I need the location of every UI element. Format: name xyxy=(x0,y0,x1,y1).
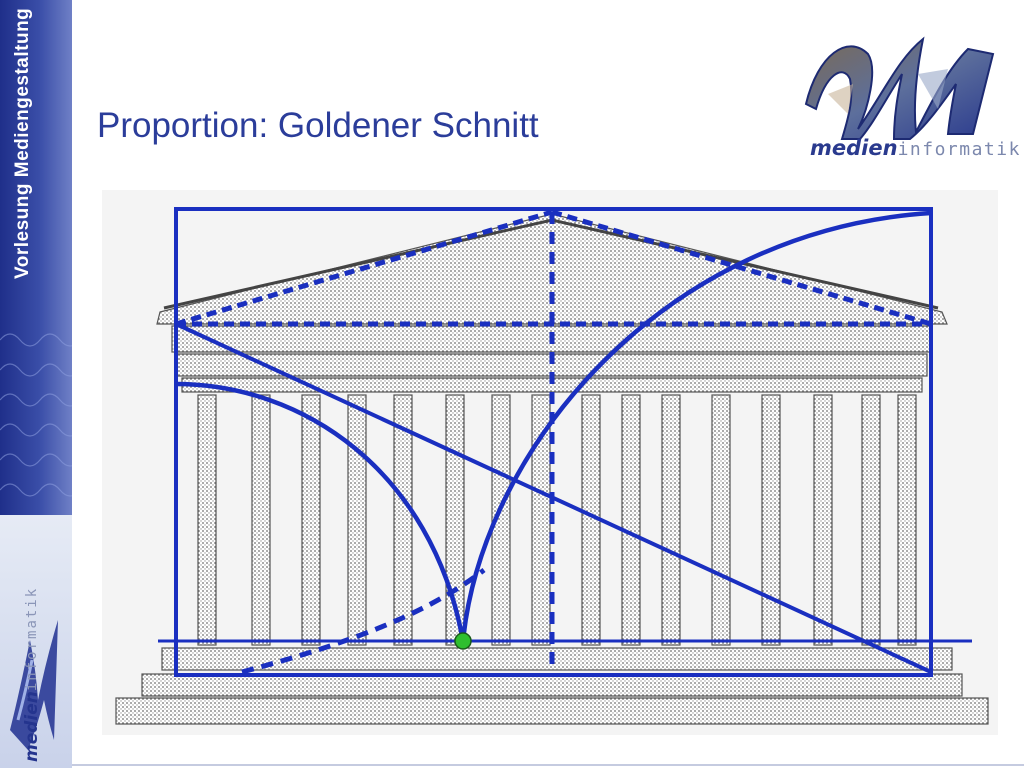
pediment-right-edge xyxy=(551,209,932,327)
wm-logo-icon xyxy=(804,36,995,140)
header-logo-text-light: informatik xyxy=(897,139,1021,160)
major-arc xyxy=(460,210,932,642)
header-logo-text: medieninformatik xyxy=(810,136,1021,160)
page-title: Proportion: Goldener Schnitt xyxy=(97,106,539,145)
construction-lines xyxy=(158,207,972,677)
header-logo-text-bold: medien xyxy=(810,136,898,160)
wm-logo-icon xyxy=(10,620,58,750)
sidebar-logo-text-bold: medien xyxy=(22,691,42,762)
dashed-arc xyxy=(241,568,486,675)
minor-arc xyxy=(175,381,466,642)
golden-point-marker xyxy=(454,632,472,650)
pediment-left-edge xyxy=(175,209,553,327)
temple-columns xyxy=(197,394,917,646)
golden-rectangle xyxy=(174,207,933,677)
temple-drawing xyxy=(115,213,989,725)
sidebar-logo-text: medieninformatik xyxy=(22,582,66,762)
temple-stylobate xyxy=(161,647,953,671)
sidebar-logo-text-light: informatik xyxy=(24,586,40,692)
diagonal-line xyxy=(175,322,932,674)
lecture-title-vertical: Vorlesung Mediengestaltung xyxy=(12,8,33,280)
sidebar-wave-pattern xyxy=(0,333,72,497)
golden-section-diagram xyxy=(102,190,998,735)
footer-rule xyxy=(72,764,1024,766)
